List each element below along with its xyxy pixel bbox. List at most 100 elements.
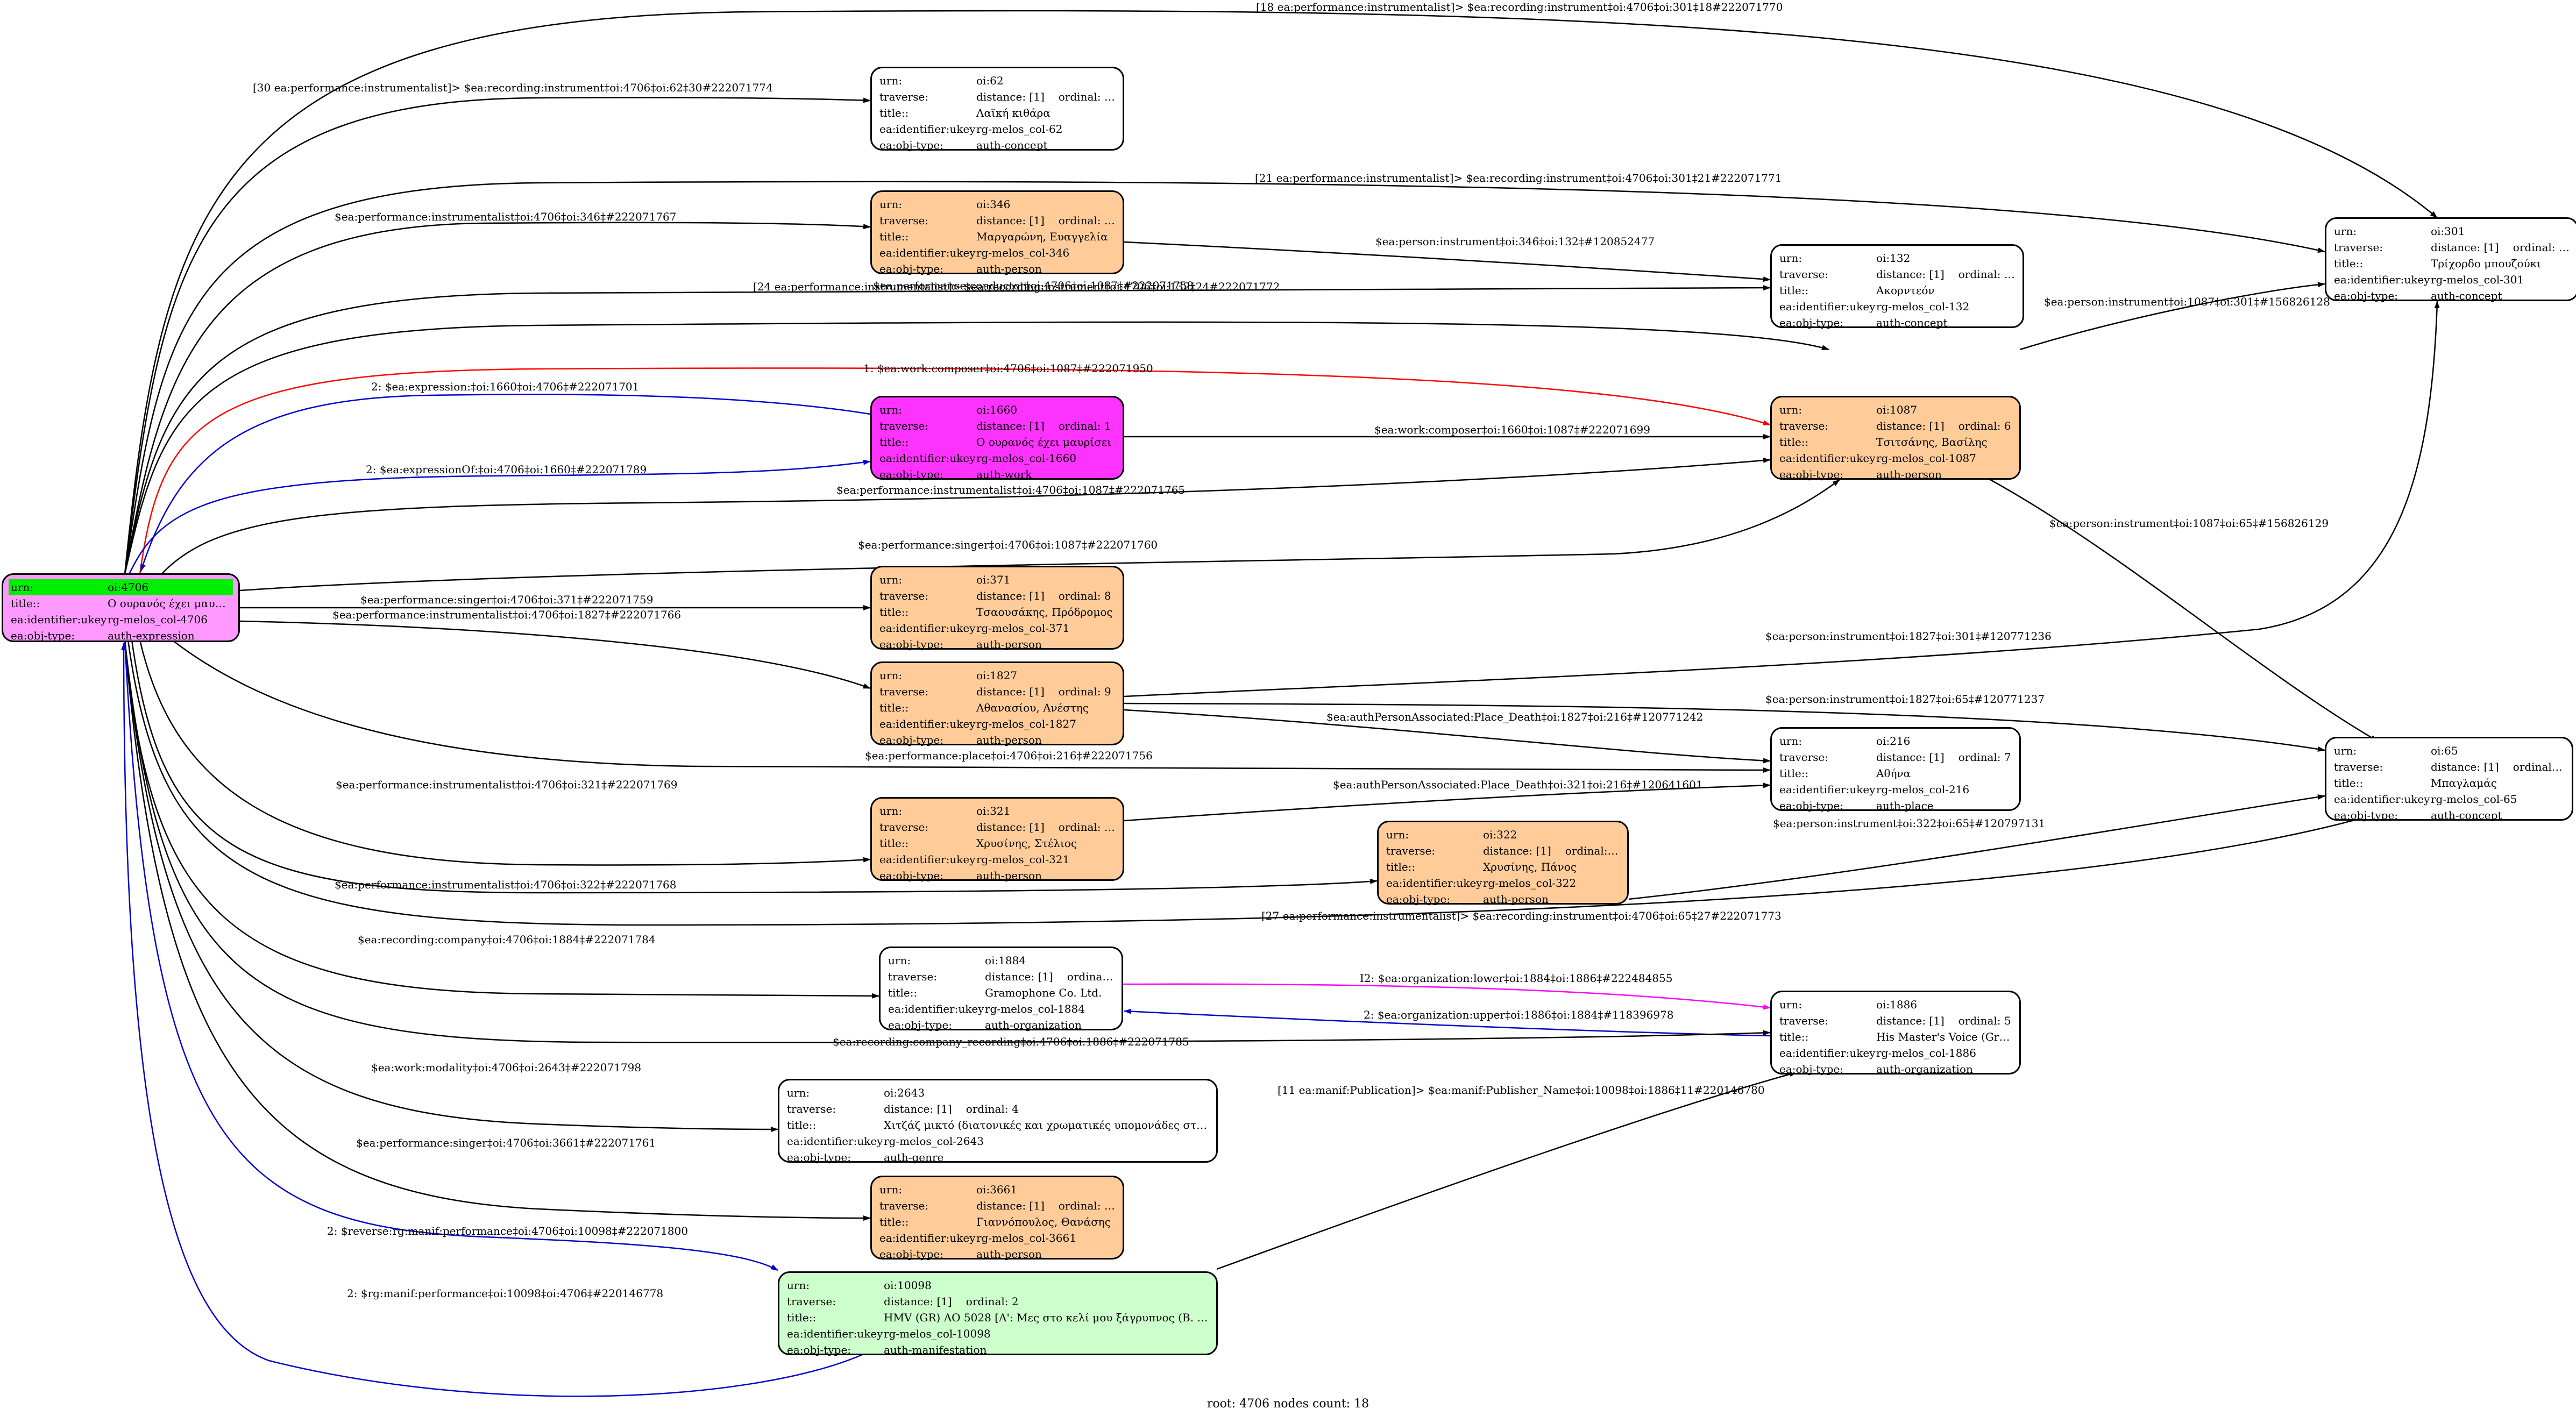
title-key: title:: — [1779, 1030, 1809, 1043]
ukey-value: rg-melos_col-132 — [1876, 300, 1970, 313]
urn-value: oi:346 — [976, 198, 1011, 211]
distance-value: distance: [1] — [976, 1199, 1045, 1212]
node-oi-1087[interactable]: urn:oi:1087 traverse:distance: [1]ordina… — [1770, 396, 2021, 481]
ordinal-key: ordinal: — [966, 1102, 1009, 1115]
node-oi-1884[interactable]: urn:oi:1884 traverse:distance: [1]ordina… — [879, 947, 1123, 1031]
edge-4706-321 — [139, 639, 871, 866]
node-oi-10098[interactable]: urn:oi:10098 traverse:distance: [1]ordin… — [778, 1271, 1218, 1356]
ukey-value: rg-melos_col-321 — [976, 853, 1070, 866]
ukey-value: rg-melos_col-322 — [1483, 877, 1577, 890]
edge-4706-322 — [131, 639, 1378, 894]
ukey-value: rg-melos_col-1087 — [1876, 452, 1976, 465]
urn-key: urn: — [787, 1279, 810, 1292]
urn-value: oi:1087 — [1876, 403, 1918, 416]
traverse-key: traverse: — [1779, 1014, 1829, 1027]
ukey-value: rg-melos_col-1884 — [985, 1002, 1085, 1015]
node-oi-3661[interactable]: urn:oi:3661 traverse:distance: [1]ordina… — [870, 1176, 1124, 1261]
urn-value: oi:1660 — [976, 403, 1018, 416]
title-key: title:: — [879, 1215, 909, 1228]
urn-value: oi:62 — [976, 74, 1004, 87]
type-key: ea:obj-type: — [787, 1151, 851, 1164]
edge-label: $ea:performance:instrumentalist‡oi:4706‡… — [336, 778, 677, 791]
edge-1087-65 — [1990, 479, 2378, 742]
type-value: auth-person — [1483, 893, 1549, 906]
title-key: title:: — [1779, 767, 1809, 780]
title-value: Ο ουρανός έχει μαυρίσει — [976, 436, 1112, 449]
node-oi-4706[interactable]: urn:oi:4706 title::Ο ουρανός έχει μαυρίσ… — [2, 573, 240, 642]
title-key: title:: — [1779, 284, 1809, 297]
urn-key: urn: — [879, 198, 903, 211]
edge-4706-1087-composer — [139, 367, 1771, 575]
edge-label: 2: $ea:organization:upper‡oi:1886‡oi:188… — [1364, 1008, 1674, 1021]
node-oi-1660[interactable]: urn:oi:1660 traverse:distance: [1]ordina… — [870, 396, 1124, 481]
node-oi-346[interactable]: urn:oi:346 traverse:distance: [1]ordinal… — [870, 190, 1124, 275]
urn-value: oi:322 — [1483, 828, 1517, 841]
urn-value: oi:65 — [2431, 744, 2458, 757]
node-oi-321[interactable]: urn:oi:321 traverse:distance: [1]ordinal… — [870, 797, 1124, 882]
edge-4706-1087-conductor — [124, 321, 1829, 575]
node-oi-216[interactable]: urn:oi:216 traverse:distance: [1]ordinal… — [1770, 727, 2021, 812]
type-key: ea:obj-type: — [1779, 468, 1844, 481]
edge-1886-1884 — [1124, 1008, 1771, 1037]
urn-key: urn: — [879, 573, 903, 586]
traverse-key: traverse: — [879, 589, 929, 602]
urn-key: urn: — [1779, 735, 1803, 748]
node-oi-371[interactable]: urn:oi:371 traverse:distance: [1]ordinal… — [870, 566, 1124, 651]
edge-label: $ea:performance:instrumentalist‡oi:4706‡… — [335, 210, 676, 223]
urn-key: urn: — [1779, 998, 1803, 1011]
ordinal-key: ordinal: — [1058, 90, 1101, 103]
title-key: title:: — [787, 1311, 817, 1324]
edge-label: [18 ea:performance:instrumentalist]> $ea… — [1256, 1, 1783, 13]
node-oi-301[interactable]: urn:oi:301 traverse:distance: [1]ordinal… — [2325, 217, 2576, 302]
title-key: title:: — [879, 837, 909, 850]
edge-4706-1660 — [128, 459, 871, 575]
node-oi-2643[interactable]: urn:oi:2643 traverse:distance: [1]ordina… — [778, 1079, 1218, 1164]
ordinal-value: 7 — [2004, 751, 2011, 764]
node-oi-1827[interactable]: urn:oi:1827 traverse:distance: [1]ordina… — [870, 661, 1124, 746]
distance-value: distance: [1] — [884, 1295, 952, 1308]
ukey-value: rg-melos_col-65 — [2431, 793, 2517, 806]
ukey-value: rg-melos_col-301 — [2431, 273, 2524, 286]
node-oi-322[interactable]: urn:oi:322 traverse:distance: [1]ordinal… — [1377, 821, 1629, 906]
traverse-key: traverse: — [879, 1199, 929, 1212]
edge-label: [11 ea:manif:Publication]> $ea:manif:Pub… — [1278, 1084, 1765, 1097]
ukey-key: ea:identifier:ukey — [1779, 783, 1876, 796]
edge-label: $ea:authPersonAssociated:Place_Death‡oi:… — [1326, 710, 1703, 723]
title-key: title:: — [879, 606, 909, 618]
edge-label: $ea:person:instrument‡oi:1087‡oi:65‡#156… — [2049, 517, 2329, 530]
ukey-key: ea:identifier:ukey — [2334, 273, 2430, 286]
edge-label: $ea:authPersonAssociated:Place_Death‡oi:… — [1333, 778, 1703, 791]
edge-label: $ea:recording:company_recording‡oi:4706‡… — [833, 1035, 1189, 1048]
traverse-key: traverse: — [879, 685, 929, 698]
node-oi-132[interactable]: urn:oi:132 traverse:distance: [1]ordinal… — [1770, 244, 2024, 329]
distance-value: distance: [1] — [1876, 419, 1945, 432]
ukey-key: ea:identifier:ukey — [879, 853, 976, 866]
ukey-value: rg-melos_col-2643 — [884, 1135, 984, 1148]
edge-label: $ea:work:composer‡oi:1660‡oi:1087‡#22207… — [1374, 423, 1650, 436]
ordinal-key: ordinal: — [1058, 685, 1101, 698]
type-key: ea:obj-type: — [879, 638, 944, 651]
type-key: ea:obj-type: — [888, 1019, 953, 1031]
ukey-key: ea:identifier:ukey — [787, 1327, 883, 1340]
edge-4706-216 — [172, 639, 1771, 773]
ordinal-key: ordinal: — [1058, 589, 1101, 602]
node-oi-1886[interactable]: urn:oi:1886 traverse:distance: [1]ordina… — [1770, 991, 2021, 1076]
edge-1827-65 — [1124, 702, 2325, 752]
title-value: Αθήνα — [1876, 767, 1911, 780]
distance-value: distance: [1] — [976, 685, 1045, 698]
ordinal-value: 10 — [1104, 214, 1115, 227]
edge-label: $ea:person:instrument‡oi:1827‡oi:65‡#120… — [1765, 693, 2045, 706]
type-value: auth-concept — [976, 139, 1048, 152]
edge-label: I2: $ea:organization:lower‡oi:1884‡oi:18… — [1360, 972, 1672, 985]
traverse-key: traverse: — [1386, 844, 1436, 857]
edge-1884-1886 — [1123, 983, 1771, 1010]
node-oi-62[interactable]: urn:oi:62 traverse:distance: [1]ordinal:… — [870, 67, 1124, 152]
edge-label: $ea:performance:singer‡oi:4706‡oi:3661‡#… — [356, 1136, 656, 1149]
title-value: Τρίχορδο μπουζούκι — [2431, 257, 2542, 270]
edge-label: 2: $ea:expressionOf:‡oi:4706‡oi:1660‡#22… — [366, 463, 647, 476]
ordinal-value: 11 — [1104, 1199, 1115, 1212]
edge-label: [27 ea:performance:instrumentalist]> $ea… — [1261, 909, 1782, 922]
ordinal-key: ordinal: — [966, 1295, 1009, 1308]
node-oi-65[interactable]: urn:oi:65 traverse:distance: [1]ordinal:… — [2325, 737, 2573, 822]
title-value: Λαϊκή κιθάρα — [976, 106, 1051, 119]
